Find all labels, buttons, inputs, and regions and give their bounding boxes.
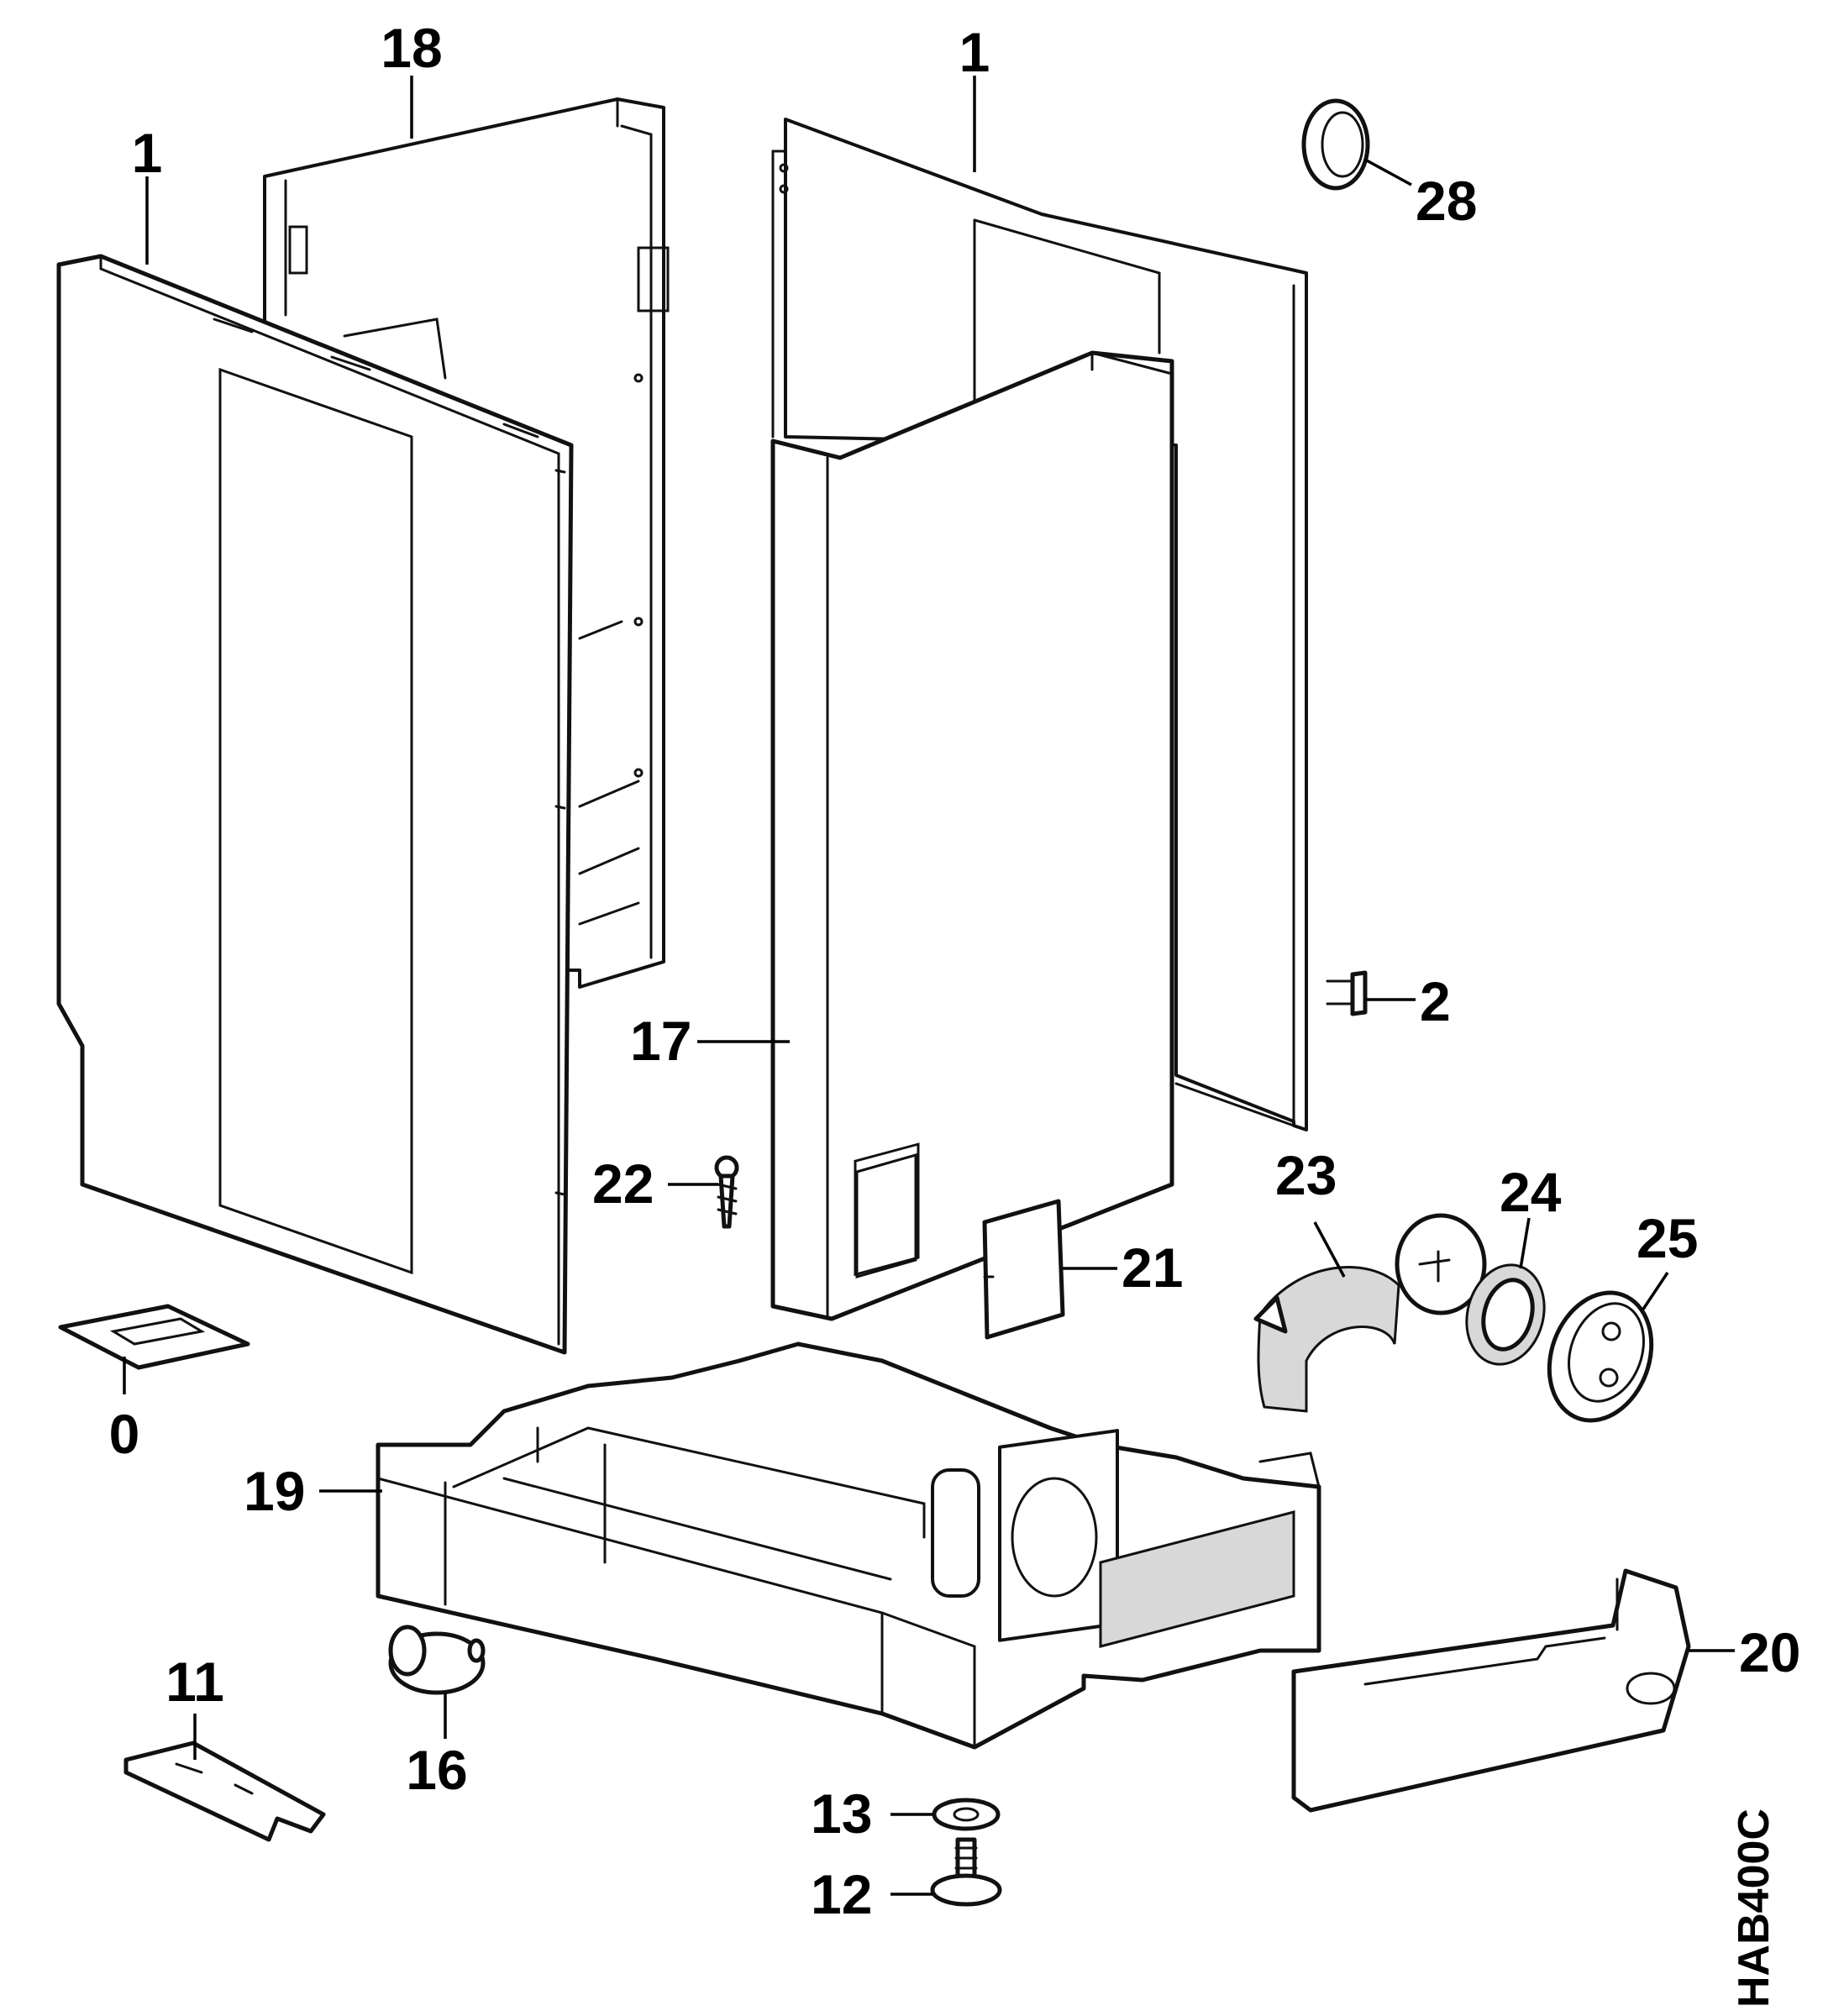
callout-24: 24 [1500,1161,1562,1223]
part-19-base-frame [376,1341,1321,1750]
callout-11: 11 [165,1651,224,1713]
callout-18: 18 [381,17,442,79]
callout-20: 20 [1739,1621,1800,1683]
callout-22: 22 [592,1152,654,1215]
part-25-end-cap [1547,1290,1654,1423]
callout-28: 28 [1416,170,1477,232]
part-12-adjustable-foot [930,1837,1002,1907]
callout-13: 13 [811,1782,872,1845]
callout-0: 0 [109,1403,140,1465]
part-28-ring [1301,98,1370,191]
part-23-hose [1253,1213,1487,1413]
part-21-small-cover [982,1199,1065,1340]
leader-25 [1641,1272,1669,1311]
part-16-roller [388,1625,486,1695]
callout-19: 19 [244,1460,305,1522]
leader-28 [1364,158,1412,186]
part-1-left-side-panel [56,254,574,1355]
callout-1-left: 1 [132,122,163,184]
callout-labels: 1 18 1 28 2 17 22 21 23 24 25 0 19 20 11… [109,17,1801,2008]
part-2-bracket [1326,970,1368,1016]
callout-25: 25 [1636,1207,1698,1269]
callout-17: 17 [630,1010,691,1072]
callout-21: 21 [1122,1236,1183,1299]
part-22-screw [714,1155,739,1229]
part-11-bracket [123,1740,326,1842]
part-17-front-panel [770,350,1174,1321]
callout-23: 23 [1275,1144,1337,1206]
part-13-star-washer [932,1798,1001,1831]
callout-1-right: 1 [959,21,990,83]
leader-lines [123,76,1735,1896]
drawing-code: HAB400C [1730,1809,1778,2008]
callout-12: 12 [811,1863,872,1925]
part-0-label-plate [58,1304,250,1370]
leader-24 [1519,1217,1531,1269]
callout-2: 2 [1420,970,1451,1032]
callout-16: 16 [406,1739,467,1801]
part-20-front-plinth [1291,1568,1691,1813]
leader-23 [1313,1221,1346,1278]
part-24-gasket-ring [1465,1263,1546,1366]
